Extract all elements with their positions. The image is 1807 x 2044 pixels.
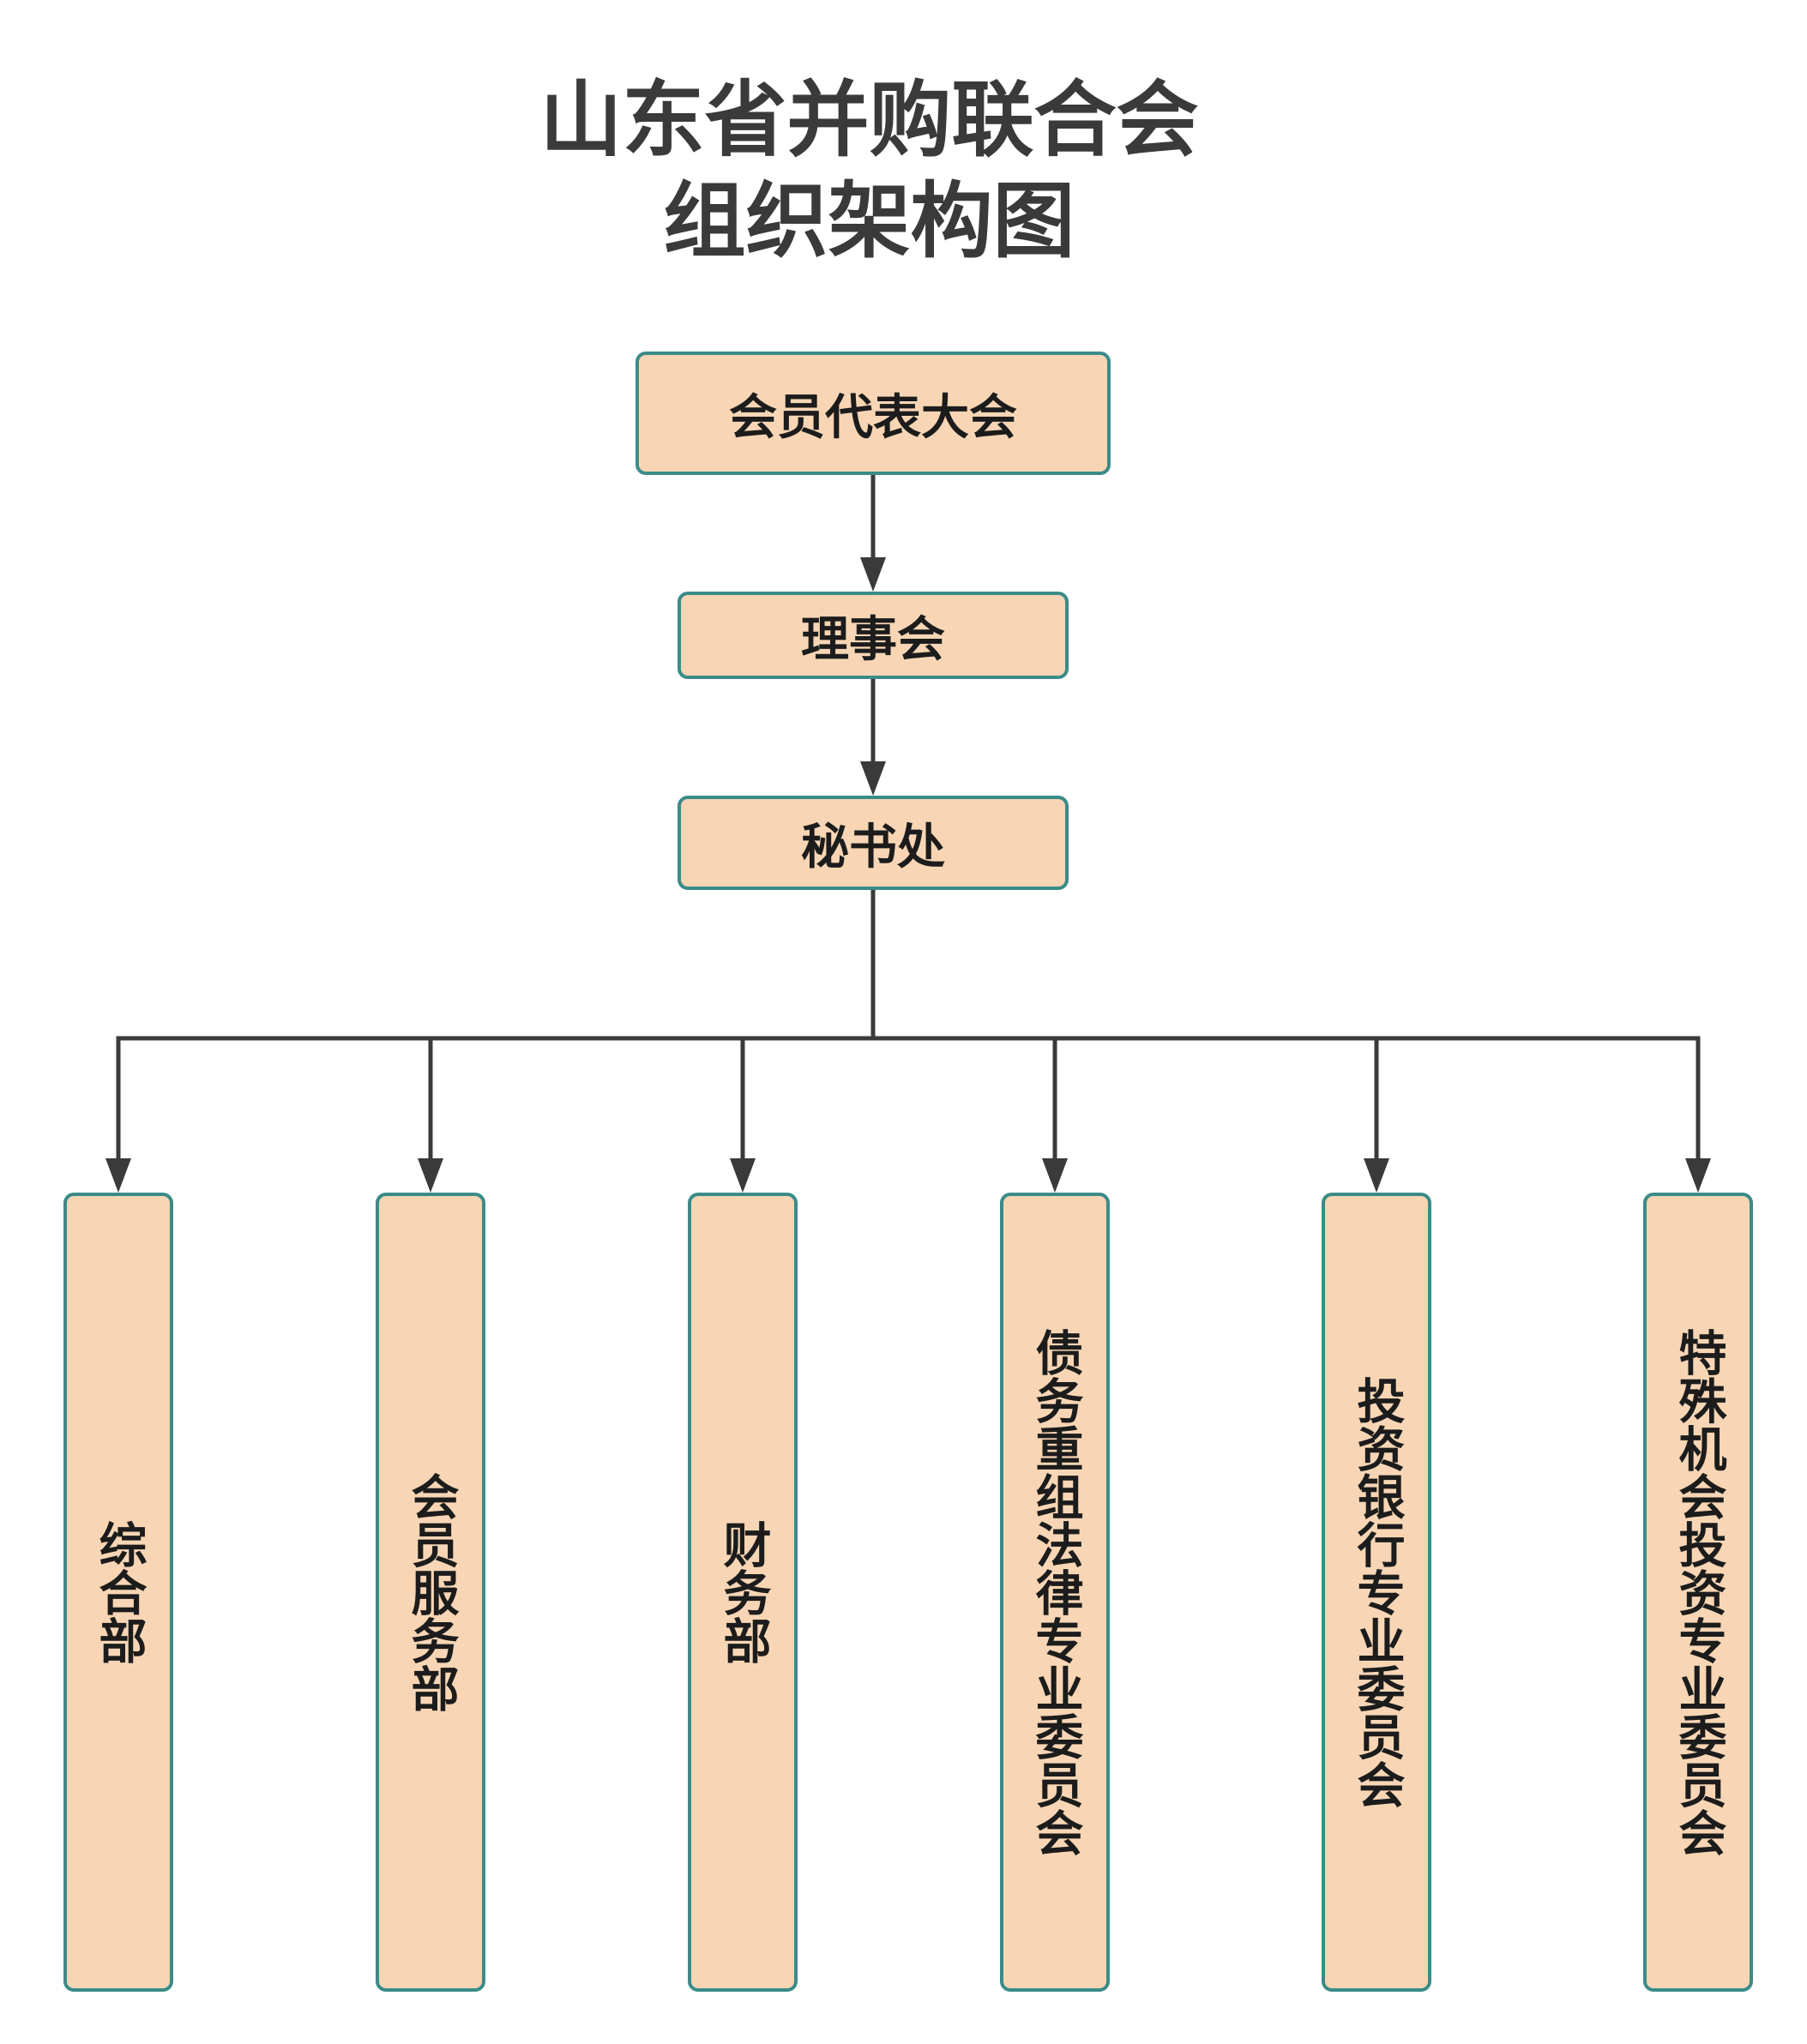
department-finance: 财务部 [688,1193,798,1992]
department-label: 综合部 [91,1520,147,1664]
node-secretariat: 秘书处 [678,796,1069,890]
department-label: 债务重组法律专业委员会 [1027,1328,1083,1856]
connector-to-department-3-arrowhead [1042,1158,1068,1193]
department-label: 特殊机会投资专业委员会 [1671,1328,1726,1856]
chart-title-line-2: 组织架构图 [663,173,1075,269]
node-label: 会员代表大会 [729,389,1017,446]
department-member-services: 会员服务部 [376,1193,485,1992]
node-label: 理事会 [801,611,945,668]
department-general: 综合部 [63,1193,173,1992]
node-label: 秘书处 [801,819,945,875]
node-council: 理事会 [678,592,1069,679]
department-label: 投资银行专业委员会 [1349,1376,1405,1808]
connector-assembly-to-council-arrowhead [860,557,886,592]
connector-to-department-2-arrowhead [730,1158,756,1193]
committee-special-opportunities-investment: 特殊机会投资专业委员会 [1643,1193,1753,1992]
committee-investment-banking: 投资银行专业委员会 [1322,1193,1431,1992]
connector-council-to-secretariat-arrowhead [860,761,886,796]
chart-title-line-1: 山东省并购联合会 [539,72,1199,168]
committee-debt-restructuring-legal: 债务重组法律专业委员会 [1000,1193,1110,1992]
connector-to-department-4-arrowhead [1364,1158,1389,1193]
department-label: 财务部 [715,1520,771,1664]
department-label: 会员服务部 [403,1472,459,1712]
connector-to-department-0-arrowhead [105,1158,131,1193]
connector-to-department-1-arrowhead [418,1158,443,1193]
node-member-representative-assembly: 会员代表大会 [635,352,1111,475]
connector-to-department-5-arrowhead [1685,1158,1711,1193]
